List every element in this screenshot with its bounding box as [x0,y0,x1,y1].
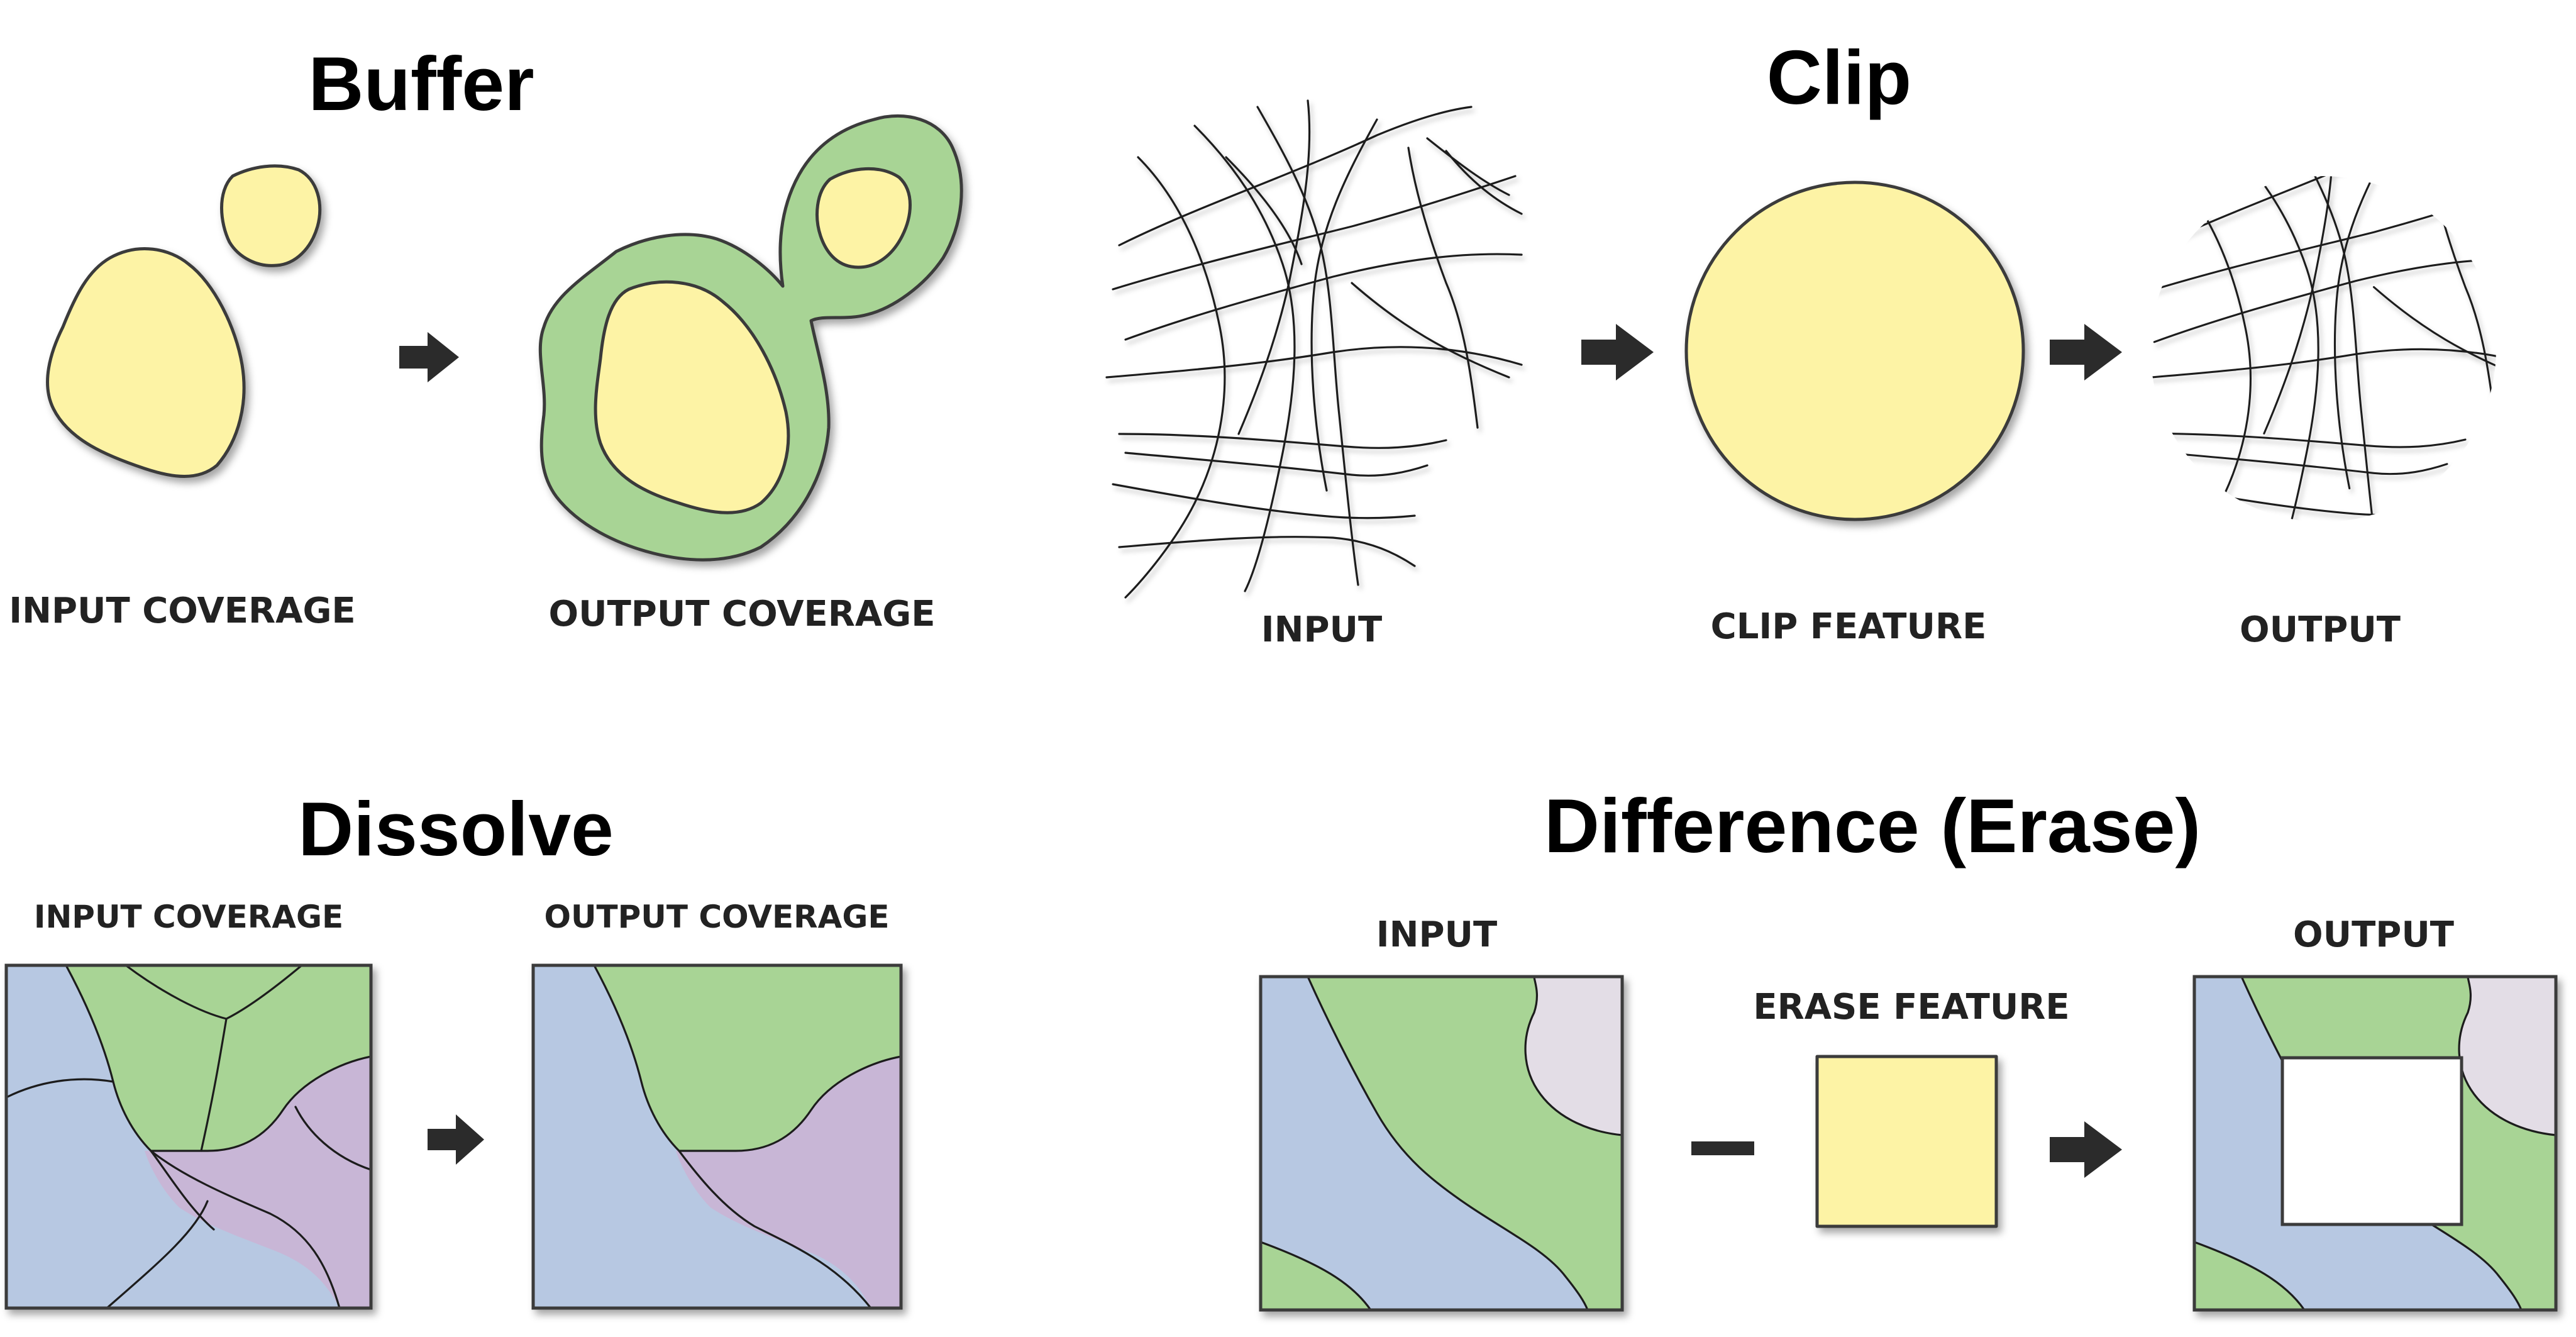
clip-feature-circle [1684,180,2025,521]
dissolve-panel: Dissolve INPUT COVERAGE OUTPUT COVERAGE [4,786,903,1310]
difference-panel: Difference (Erase) INPUT ERASE FEATURE O… [1259,783,2558,1312]
difference-input-label: INPUT [1376,914,1497,955]
arrow-right-icon [2050,324,2122,380]
output-polygon-small [815,167,912,269]
erase-feature-label: ERASE FEATURE [1753,987,2069,1028]
buffer-panel: Buffer INPUT COVERAGE OUTPUT COVERAGE [9,41,963,635]
dissolve-input-label: INPUT COVERAGE [34,899,343,935]
dissolve-input-map [4,963,373,1310]
erase-feature-square [1815,1055,1998,1228]
clip-output-label: OUTPUT [2240,609,2401,650]
buffer-title: Buffer [308,41,534,126]
output-polygon-large [594,280,790,514]
dissolve-output-map [531,963,903,1310]
erased-hole [2280,1056,2463,1226]
arrow-right-icon [399,332,459,382]
minus-icon [1691,1141,1754,1155]
buffer-output-label: OUTPUT COVERAGE [549,594,936,635]
clip-feature-label: CLIP FEATURE [1711,606,1987,647]
clip-title: Clip [1767,35,1911,120]
input-polygon-large [46,247,246,478]
buffer-input-label: INPUT COVERAGE [9,591,355,631]
input-line-network [1105,99,1523,599]
difference-title: Difference (Erase) [1544,783,2201,868]
arrow-right-icon [428,1114,484,1165]
clip-input-label: INPUT [1261,609,1382,650]
difference-output-map [2192,975,2558,1312]
dissolve-output-label: OUTPUT COVERAGE [544,899,889,935]
arrow-right-icon [1581,324,1654,380]
clip-panel: Clip [1105,35,2496,650]
difference-input-map [1259,975,1624,1312]
input-polygon-small [220,164,322,267]
arrow-right-icon [2050,1121,2122,1178]
dissolve-title: Dissolve [298,786,614,872]
difference-output-label: OUTPUT [2293,914,2454,955]
clipped-line-network [2150,176,2496,522]
